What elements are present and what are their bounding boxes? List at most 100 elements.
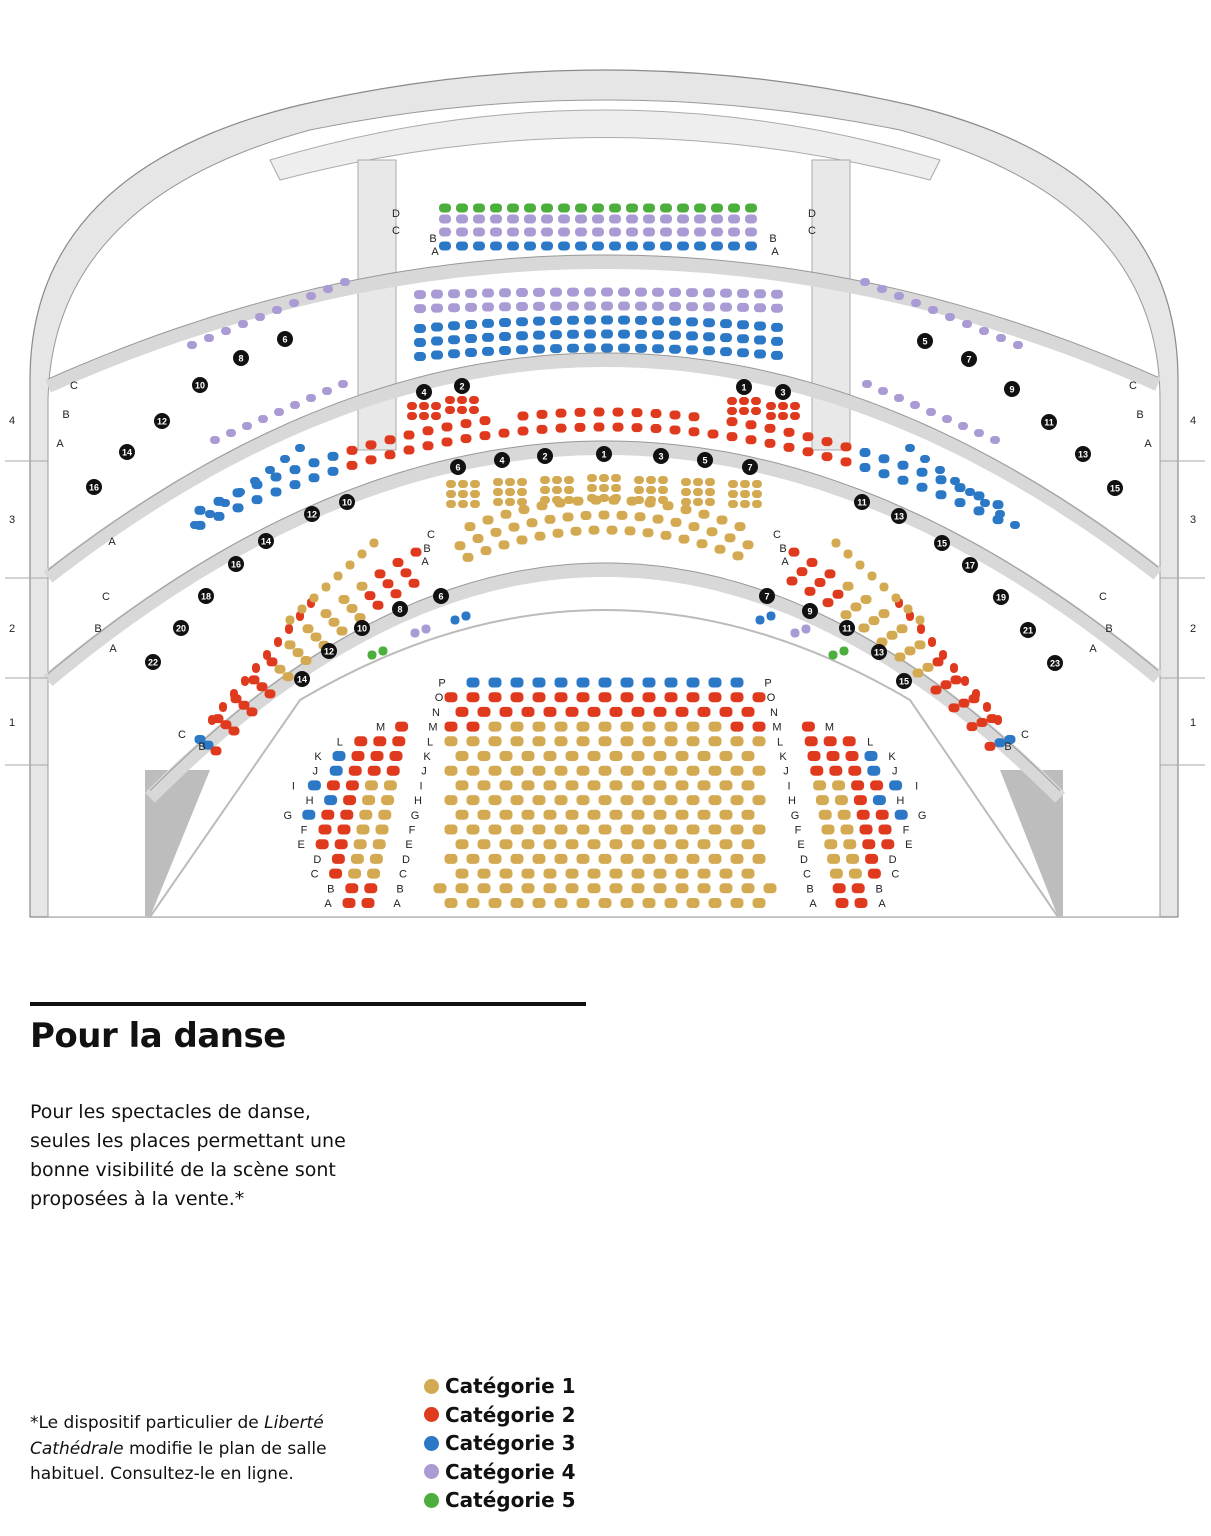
seat-cat1 (356, 581, 368, 591)
seat-cat5 (643, 203, 655, 213)
seat-cat2 (727, 407, 737, 415)
seat-cat4 (323, 285, 333, 293)
seat-cat1 (328, 617, 340, 627)
seat-cat1 (477, 883, 491, 894)
box-number: 17 (965, 561, 975, 571)
seat-cat1 (587, 809, 601, 820)
seat-cat1 (521, 868, 535, 879)
seat-cat1 (616, 510, 628, 520)
seat-cat2 (460, 434, 472, 444)
seat-cat1 (832, 780, 846, 791)
box-number-badge (917, 333, 933, 349)
seat-cat2 (675, 706, 689, 717)
seat-cat2 (574, 407, 586, 417)
seat-cat5 (507, 203, 519, 213)
seat-cat1 (472, 534, 484, 544)
seat-cat1 (466, 765, 480, 776)
seat-cat4 (609, 214, 621, 224)
seat-cat3 (289, 465, 301, 475)
seat-cat2 (961, 676, 969, 686)
seat-cat1 (540, 496, 550, 504)
seat-cat1 (446, 490, 456, 498)
seat-cat1 (510, 736, 524, 747)
seat-cat3 (754, 335, 766, 345)
seat-cat1 (554, 853, 568, 864)
seat-cat2 (824, 569, 836, 579)
seat-cat1 (634, 476, 644, 484)
seat-cat1 (354, 613, 366, 623)
seat-cat1 (912, 668, 924, 678)
seat-cat5 (473, 203, 485, 213)
row-label: M (376, 722, 385, 734)
seat-cat1 (741, 868, 755, 879)
seat-cat1 (848, 868, 862, 879)
seat-cat2 (345, 883, 359, 894)
seat-cat3 (980, 499, 990, 507)
seat-cat1 (454, 541, 466, 551)
seat-cat1 (631, 883, 645, 894)
seat-cat1 (565, 883, 579, 894)
seat-cat4 (558, 214, 570, 224)
seat-cat1 (477, 839, 491, 850)
seat-cat1 (708, 795, 722, 806)
seat-cat4 (338, 380, 348, 388)
seat-cat2 (853, 795, 867, 806)
seat-cat2 (821, 452, 833, 462)
row-label: O (435, 692, 444, 704)
seat-cat1 (310, 632, 322, 642)
seat-cat2 (536, 409, 548, 419)
row-label: P (764, 678, 771, 690)
row-label: E (298, 839, 305, 851)
seat-cat3 (516, 317, 528, 327)
seat-cat1 (675, 839, 689, 850)
seat-cat3 (490, 241, 502, 251)
seat-cat2 (441, 437, 453, 447)
seat-cat1 (664, 853, 678, 864)
seat-cat2 (576, 692, 590, 703)
seat-cat2 (802, 447, 814, 457)
box-number-badge (228, 556, 244, 572)
seat-cat3 (250, 477, 260, 485)
seat-cat1 (552, 486, 562, 494)
seat-cat5 (575, 203, 587, 213)
seat-cat1 (631, 809, 645, 820)
box-number-badge (392, 601, 408, 617)
seat-cat2 (384, 450, 396, 460)
seat-cat3 (532, 677, 546, 688)
seat-cat3 (686, 345, 698, 355)
seat-cat2 (326, 780, 340, 791)
seat-cat4 (894, 394, 904, 402)
seat-cat2 (609, 706, 623, 717)
seat-cat1 (521, 780, 535, 791)
seat-cat2 (796, 567, 808, 577)
seat-cat3 (950, 477, 960, 485)
seat-cat1 (543, 868, 557, 879)
seat-cat4 (499, 288, 511, 298)
seat-cat1 (599, 474, 609, 482)
seat-cat4 (703, 302, 715, 312)
seat-cat4 (340, 278, 350, 286)
seat-cat1 (543, 839, 557, 850)
seat-cat1 (510, 765, 524, 776)
seat-cat2 (285, 624, 293, 634)
seat-cat4 (524, 227, 536, 237)
box-number: 4 (421, 388, 426, 398)
seat-cat1 (498, 540, 510, 550)
seat-cat2 (228, 726, 240, 736)
seat-cat1 (300, 656, 312, 666)
seat-cat3 (567, 329, 579, 339)
seat-cat2 (870, 780, 884, 791)
box-number: 22 (148, 658, 158, 668)
seat-cat4 (439, 227, 451, 237)
seat-cat1 (521, 809, 535, 820)
seat-cat1 (708, 765, 722, 776)
seat-cat1 (653, 883, 667, 894)
seat-cat1 (664, 898, 678, 908)
seat-cat4 (272, 306, 282, 314)
seat-cat1 (564, 486, 574, 494)
box-number-badge (962, 557, 978, 573)
seat-cat3 (889, 780, 903, 791)
row-label: I (419, 780, 422, 792)
seat-cat2 (390, 589, 402, 599)
seat-cat4 (541, 214, 553, 224)
